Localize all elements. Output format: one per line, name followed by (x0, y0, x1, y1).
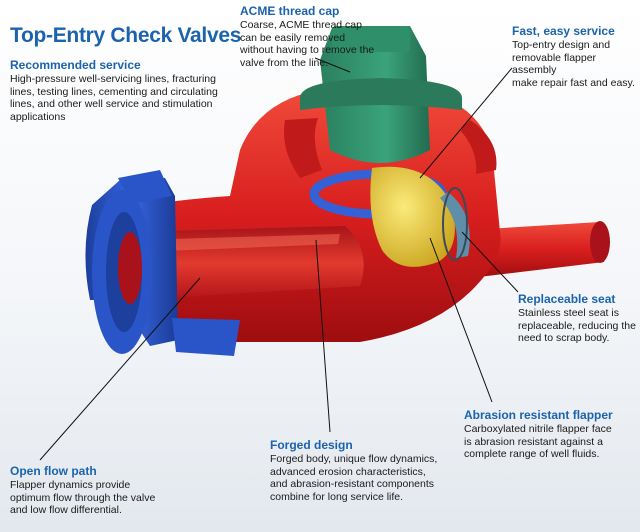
cap-thread (300, 78, 462, 110)
callout-heading: Replaceable seat (518, 292, 616, 306)
callout-abrasion-resistant-flapper: Abrasion resistant flapper Carboxylated … (464, 408, 638, 461)
callout-body: High-pressure well-servicing lines, frac… (10, 73, 218, 123)
callout-body: Stainless steel seat is replaceable, red… (518, 307, 636, 344)
union-lug-bottom (172, 318, 240, 356)
callout-heading: Forged design (270, 438, 353, 452)
callout-heading: Fast, easy service (512, 24, 615, 38)
leader-lines (39, 57, 519, 461)
leader-openflow (39, 277, 201, 461)
leader-flapper (429, 237, 493, 403)
callout-body: Top-entry design and removable flapper a… (512, 39, 635, 89)
bonnet-lug-left (284, 118, 322, 178)
leader-acme (314, 57, 351, 73)
callout-recommended-service: Recommended service High-pressure well-s… (10, 58, 240, 123)
callout-body: Forged body, unique flow dynamics, advan… (270, 453, 438, 503)
callout-body: Coarse, ACME thread cap can be easily re… (240, 19, 375, 69)
bore-highlight (140, 234, 340, 252)
outlet-pipe (470, 222, 608, 278)
callout-body: Carboxylated nitrile flapper face is abr… (464, 423, 612, 460)
inlet-bore (118, 232, 142, 304)
callout-replaceable-seat: Replaceable seat Stainless steel seat is… (518, 292, 638, 345)
seat-ring (442, 187, 468, 261)
callout-heading: ACME thread cap (240, 4, 340, 18)
callout-fast-easy-service: Fast, easy service Top-entry design and … (512, 24, 637, 89)
callout-heading: Recommended service (10, 58, 141, 72)
outlet-end (590, 221, 610, 263)
leader-forged (315, 239, 331, 433)
callout-open-flow-path: Open flow path Flapper dynamics provide … (10, 464, 180, 517)
leader-fast (419, 67, 513, 179)
cap-top (332, 26, 410, 52)
callout-heading: Abrasion resistant flapper (464, 408, 613, 422)
bonnet-lug-right (460, 120, 497, 174)
callout-body: Flapper dynamics provide optimum flow th… (10, 479, 156, 516)
callout-heading: Open flow path (10, 464, 97, 478)
leader-seat (461, 231, 519, 293)
seat (440, 192, 470, 258)
page-title: Top-Entry Check Valves (10, 24, 242, 47)
callout-forged-design: Forged design Forged body, unique flow d… (270, 438, 450, 503)
callout-acme-thread-cap: ACME thread cap Coarse, ACME thread cap … (240, 4, 390, 69)
flapper (370, 166, 455, 267)
